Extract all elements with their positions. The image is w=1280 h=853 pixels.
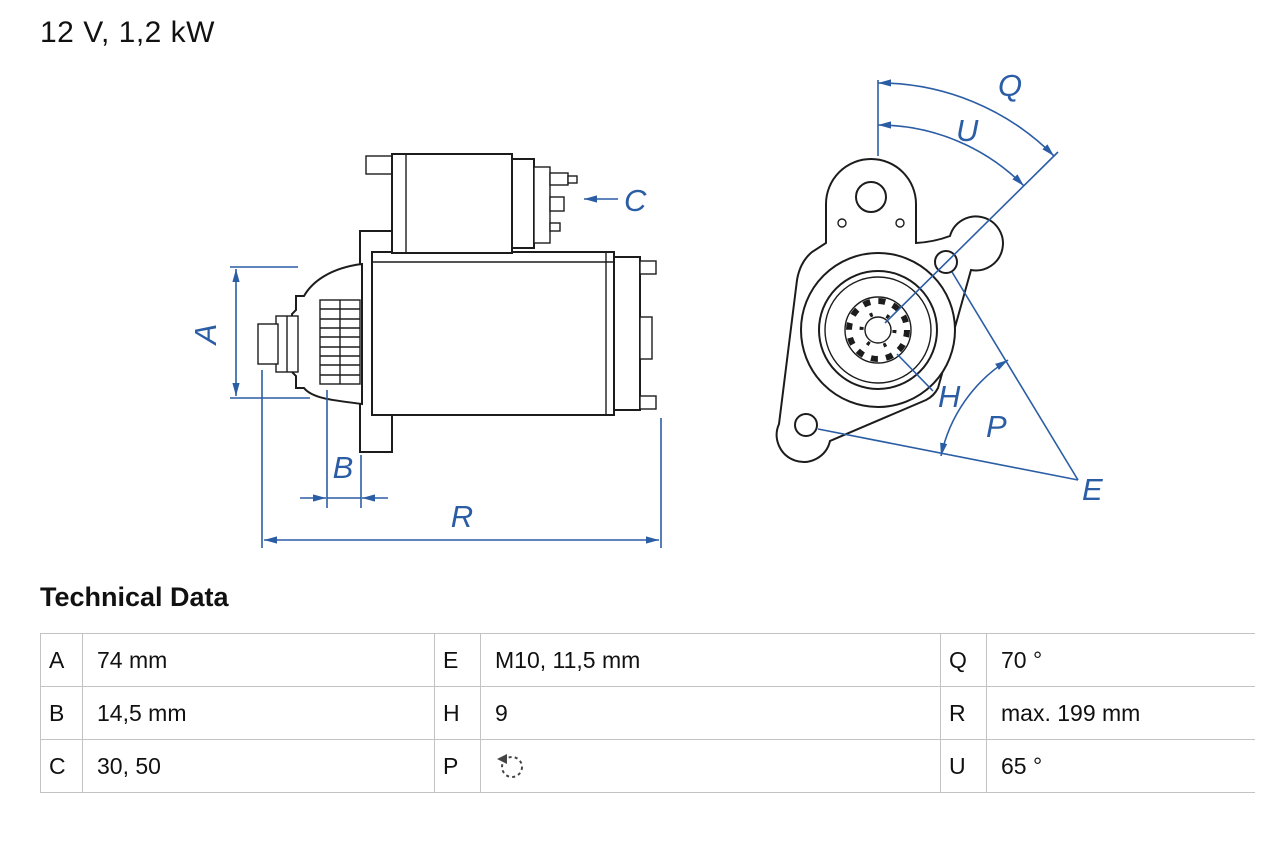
dim-label-r: R bbox=[451, 499, 473, 534]
table-row: B 14,5 mm H 9 R max. 199 mm bbox=[40, 686, 1255, 740]
technical-drawing: A B R C bbox=[188, 68, 1103, 548]
param-value: 65 ° bbox=[986, 739, 1255, 793]
end-shield bbox=[613, 256, 657, 411]
dim-q-arc bbox=[877, 79, 1055, 157]
dim-label-e: E bbox=[1082, 472, 1103, 507]
param-value: 14,5 mm bbox=[82, 686, 435, 740]
param-key: C bbox=[40, 739, 83, 793]
param-key: Q bbox=[940, 633, 987, 687]
technical-data-heading: Technical Data bbox=[40, 582, 229, 612]
dim-h-leader bbox=[896, 353, 934, 392]
dim-label-p: P bbox=[986, 409, 1007, 444]
mounting-hole-bottom-left bbox=[794, 413, 818, 437]
dim-label-a: A bbox=[188, 324, 223, 347]
param-value: 9 bbox=[480, 686, 941, 740]
shaft-hole bbox=[864, 316, 892, 344]
starter-side-view bbox=[257, 153, 657, 453]
page-title: 12 V, 1,2 kW bbox=[40, 16, 215, 49]
rotation-ccw-icon bbox=[497, 754, 523, 778]
solenoid bbox=[365, 153, 578, 254]
pinion-shaft bbox=[257, 315, 299, 373]
param-key: H bbox=[434, 686, 481, 740]
param-key: U bbox=[940, 739, 987, 793]
param-value bbox=[480, 739, 941, 793]
param-key: A bbox=[40, 633, 83, 687]
dim-label-b: B bbox=[333, 450, 354, 485]
motor-body bbox=[371, 251, 615, 416]
dim-u-arc bbox=[877, 121, 1025, 187]
solenoid-terminals bbox=[549, 172, 578, 232]
pinion-teeth bbox=[319, 299, 361, 385]
param-value: 70 ° bbox=[986, 633, 1255, 687]
bearing-boss-inner-ring bbox=[824, 276, 932, 384]
side-view-dimensions: A B R C bbox=[188, 183, 662, 548]
pinion-gear-outline bbox=[844, 296, 912, 364]
dim-e-leader-top bbox=[951, 271, 1079, 481]
tab-pin-hole-right bbox=[895, 218, 905, 228]
table-row: C 30, 50 P U 65 ° bbox=[40, 739, 1255, 793]
dim-label-q: Q bbox=[998, 68, 1022, 103]
dim-label-u: U bbox=[956, 113, 979, 148]
table-row: A 74 mm E M10, 11,5 mm Q 70 ° bbox=[40, 633, 1255, 687]
dim-label-c: C bbox=[624, 183, 647, 218]
shaft-spline-notches bbox=[859, 311, 897, 349]
dim-label-h: H bbox=[938, 379, 961, 414]
dim-p-arc bbox=[940, 359, 1009, 457]
param-key: P bbox=[434, 739, 481, 793]
param-value: M10, 11,5 mm bbox=[480, 633, 941, 687]
param-key: E bbox=[434, 633, 481, 687]
param-key: B bbox=[40, 686, 83, 740]
param-value: max. 199 mm bbox=[986, 686, 1255, 740]
bearing-boss-ring bbox=[818, 270, 938, 390]
front-view-dimensions: Q U H P E bbox=[817, 68, 1103, 507]
param-value: 74 mm bbox=[82, 633, 435, 687]
tab-hole bbox=[855, 181, 887, 213]
dim-e-leader-bottom bbox=[817, 428, 1079, 481]
pinion-gear-spline bbox=[846, 298, 910, 362]
angle-ray-through-hole bbox=[884, 151, 1059, 324]
starter-front-view bbox=[775, 158, 1004, 463]
param-value: 30, 50 bbox=[82, 739, 435, 793]
tab-pin-hole-left bbox=[837, 218, 847, 228]
param-key: R bbox=[940, 686, 987, 740]
technical-data-table: A 74 mm E M10, 11,5 mm Q 70 ° B 14,5 mm … bbox=[40, 633, 1255, 793]
